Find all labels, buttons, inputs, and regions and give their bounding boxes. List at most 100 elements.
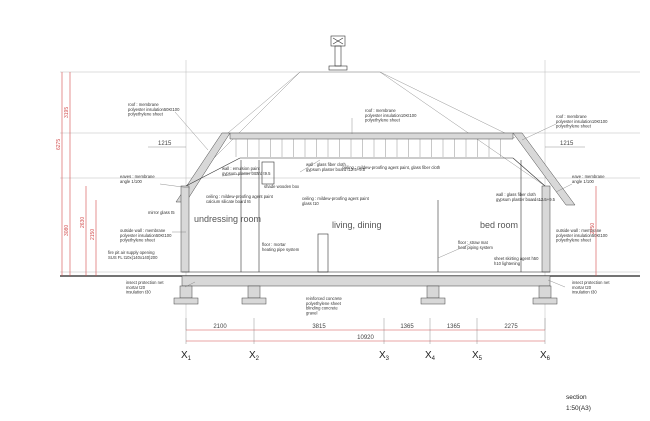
note-outside-wall-left: outside wall : membrane (120, 228, 166, 233)
footing-base (173, 297, 199, 305)
note-eaves-right: eave : membrane (572, 174, 605, 179)
note-insect-right: mortar t20 (572, 285, 592, 290)
note-roof-center: polyethylene sheet (365, 118, 401, 123)
note-floor-straw: floor : straw mat (458, 240, 489, 245)
dim-height-2750: 2750 (590, 223, 596, 234)
leader-line (547, 279, 566, 288)
leader-line (299, 159, 321, 173)
shade-box (261, 161, 275, 185)
note-roof-center: polyester insulation10Kt100 (365, 113, 417, 118)
room-label-living: living, dining (332, 220, 382, 230)
leader-line (159, 183, 191, 189)
axis-label: X2 (249, 350, 260, 362)
dim-height-2630: 2630 (80, 217, 86, 228)
height-dimensions: 6275 3195 3080 2630 2150 2750 (56, 72, 597, 276)
note-insect-right: insulation t30 (572, 290, 597, 295)
note-eaves-left: angle 1/100 (120, 179, 143, 184)
note-ceiling-mid: glass t10 (302, 201, 319, 206)
chimney-base (328, 65, 348, 71)
note-wall-right: gypsum plaster board t12.5+9.5 (496, 197, 556, 202)
note-floor-straw: heat piping system (458, 245, 493, 250)
roof-flat-top (229, 132, 514, 140)
note-sheet-skirting: sheet skirting agent h50 (494, 256, 539, 261)
note-insect-left: insulation t30 (126, 290, 151, 295)
note-foundation: reinforced concrete (306, 296, 343, 301)
dim-height-3080: 3080 (64, 225, 70, 236)
room-label-undressing: undressing room (194, 214, 261, 224)
axis-label: X3 (379, 350, 390, 362)
chimney (328, 35, 348, 71)
note-outside-wall-right: outside wall : membrane (556, 228, 602, 233)
dim-height-3195: 3195 (64, 107, 70, 118)
note-mirror: mirror glass t5 (148, 210, 175, 215)
note-ceiling-left: calcium silicate board t6 (206, 199, 251, 204)
footing-column (179, 285, 193, 299)
note-foundation: polyethylene sheet (306, 301, 342, 306)
dim-span: 2275 (504, 324, 518, 330)
note-wall-right: wall : glass fiber cloth (496, 192, 536, 197)
note-ceiling-left: ceiling : mildew-proofing agent paint (206, 194, 274, 199)
note-eaves-right: angle 1/100 (572, 179, 595, 184)
note-fire-pit: SUS FL t10x(140x140)200 (108, 255, 158, 260)
roof-hip-line (379, 71, 516, 139)
axis-label: X1 (181, 350, 192, 362)
leader-line (521, 123, 557, 141)
note-roof-center: roof : membrane (365, 108, 396, 113)
leader-line (221, 171, 261, 177)
note-insect-left: mortar t20 (126, 285, 146, 290)
axis-label: X5 (472, 350, 483, 362)
leader-line (174, 111, 209, 151)
roof-section (175, 132, 576, 206)
axis-label: X6 (540, 350, 551, 362)
note-outside-wall-right: polyethylene sheet (556, 238, 592, 243)
note-shade: shade wooden box (264, 184, 300, 189)
leader-line (184, 281, 196, 288)
eave-dimensions: 1215 1215 (148, 141, 585, 148)
footing-column (426, 285, 440, 299)
note-wall-emulsion: wall : emulsion paint (222, 166, 261, 171)
note-roof-left: polyethylene sheet (128, 112, 164, 117)
note-sheet-skirting: h10 lightening (494, 261, 521, 266)
chimney-flue (334, 45, 342, 67)
chimney-hatch (332, 37, 344, 45)
roof-ridge-line (185, 71, 546, 187)
dim-span: 3815 (312, 324, 326, 330)
drawing-scale: 1:50(A3) (566, 405, 591, 412)
note-floor-mortar: heating pipe system (262, 247, 300, 252)
note-foundation: gravel (306, 310, 317, 315)
note-roof-left: roof : membrane (128, 102, 159, 107)
fire-place (317, 233, 329, 273)
note-ceiling-mid: ceiling : mildew-proofing agent paint (302, 196, 370, 201)
note-roof-right: polyester insulation10Kt100 (556, 119, 608, 124)
footing-column (247, 285, 261, 299)
dim-span: 2100 (213, 324, 227, 330)
note-insect-right: insect protection net (572, 280, 610, 285)
dim-height-6275: 6275 (56, 139, 62, 150)
note-ceiling-center: ceiling : mildew-proofing agent paint, g… (342, 165, 441, 170)
ground-and-foundation (60, 271, 640, 305)
note-roof-left: polyester insulation50Kt100 (128, 107, 180, 112)
leader-line (555, 183, 573, 193)
dim-eave-left: 1215 (158, 141, 172, 147)
footing-base (241, 297, 267, 305)
roof-hip-line (221, 71, 301, 139)
note-outside-wall-left: polyester insulation50Kt100 (120, 233, 172, 238)
roof-rafters (235, 139, 501, 157)
note-outside-wall-right: polyester insulation50Kt100 (556, 233, 608, 238)
note-wall-glass-fiber: gypsum plaster board t12.5+9.5 (306, 167, 366, 172)
drawing-title: section (566, 394, 587, 401)
dim-span: 1365 (400, 324, 414, 330)
note-wall-glass-fiber: wall : glass fiber cloth (306, 162, 346, 167)
footings (173, 285, 558, 305)
roof-slope-right (512, 132, 576, 206)
dim-total: 10920 (357, 335, 374, 341)
note-insect-left: insect protection net (126, 280, 164, 285)
outside-wall-left (180, 185, 190, 273)
footing-base (420, 297, 446, 305)
note-roof-right: polyethylene sheet (556, 124, 592, 129)
note-eaves-left: eaves : membrane (120, 174, 155, 179)
footing-column (538, 285, 552, 299)
leader-lines (159, 111, 573, 288)
